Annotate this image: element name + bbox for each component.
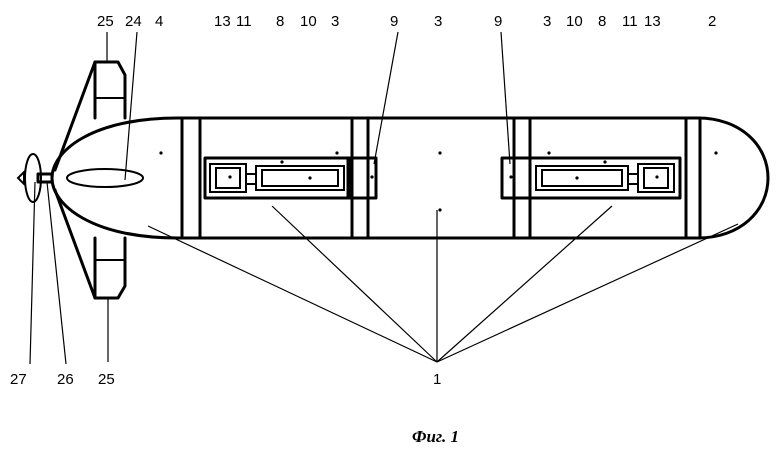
label-3-a: 3	[331, 13, 339, 30]
label-9-right: 9	[494, 13, 502, 30]
label-10-left: 10	[300, 13, 317, 30]
label-25-bottom: 25	[98, 371, 115, 388]
upper-fin	[95, 62, 125, 118]
label-9-left: 9	[390, 13, 398, 30]
right-drive-assembly	[502, 158, 680, 198]
label-11-right: 11	[622, 13, 638, 30]
label-24: 24	[125, 13, 142, 30]
marker-dots	[159, 151, 717, 211]
label-2: 2	[708, 13, 716, 30]
label-8-right: 8	[598, 13, 606, 30]
fin-leading-edge-bottom	[55, 190, 95, 298]
label-1: 1	[433, 371, 441, 388]
hull-outline	[52, 118, 768, 238]
label-8-left: 8	[276, 13, 284, 30]
label-3-b: 3	[434, 13, 442, 30]
label-10-right: 10	[566, 13, 583, 30]
label-11-left: 11	[236, 13, 252, 30]
label-27: 27	[10, 371, 27, 388]
lower-fin	[95, 238, 125, 298]
port-window	[67, 169, 143, 187]
label-13-left: 13	[214, 13, 231, 30]
label-26: 26	[57, 371, 74, 388]
figure-caption: Фиг. 1	[412, 427, 459, 446]
label-13-right: 13	[644, 13, 661, 30]
label-4: 4	[155, 13, 163, 30]
label-3-c: 3	[543, 13, 551, 30]
label-25-top: 25	[97, 13, 114, 30]
